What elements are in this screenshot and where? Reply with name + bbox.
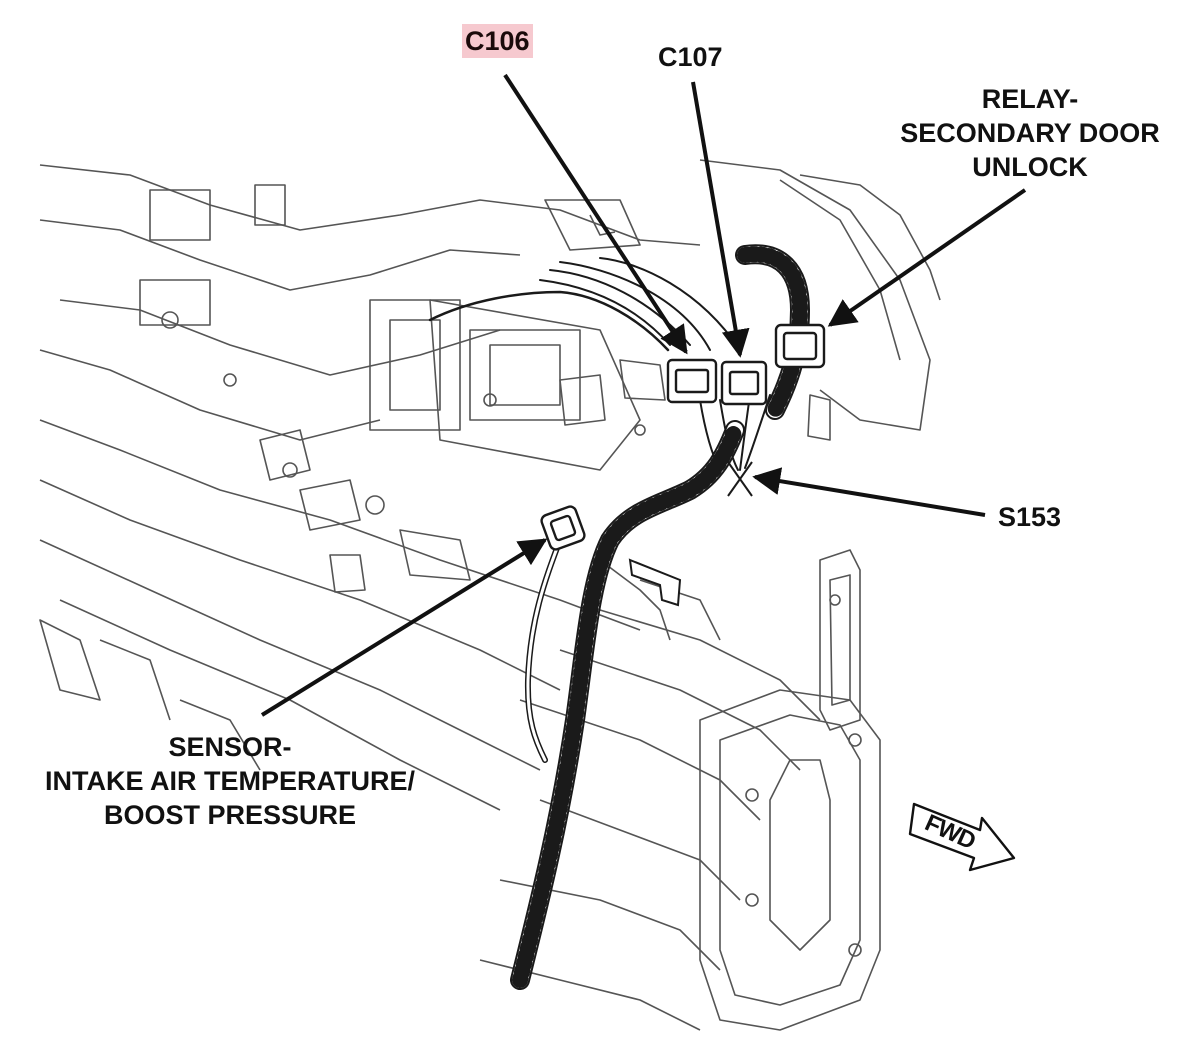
label-sensor-line-2: INTAKE AIR TEMPERATURE/ (45, 766, 415, 796)
splice-s153-mark (727, 461, 753, 497)
vehicle-structure-line-art (39, 159, 941, 1031)
leader-line-c106 (503, 73, 688, 355)
sensor-body (540, 505, 586, 551)
label-relay-secondary-door-unlock: RELAY- SECONDARY DOOR UNLOCK (880, 82, 1180, 184)
connector-c106-body (666, 358, 718, 404)
label-relay-line-2: SECONDARY DOOR (900, 118, 1160, 148)
leader-line-c107 (691, 81, 750, 358)
connector-c107-body (720, 360, 768, 406)
label-s153: S153 (998, 500, 1061, 534)
label-s153-text: S153 (998, 502, 1062, 532)
label-sensor-line-1: SENSOR- (168, 732, 292, 762)
label-c106: C106 (462, 24, 533, 58)
harness-clip (628, 558, 682, 607)
leader-line-relay (827, 188, 1027, 327)
label-c107: C107 (658, 40, 723, 74)
relay-body (774, 323, 826, 369)
label-c107-text: C107 (658, 42, 723, 72)
label-sensor-line-3: BOOST PRESSURE (103, 800, 357, 830)
label-c106-text: C106 (462, 24, 533, 58)
label-sensor-intake-air-temp: SENSOR- INTAKE AIR TEMPERATURE/ BOOST PR… (20, 730, 440, 832)
leader-line-s153 (752, 467, 986, 517)
fwd-arrow-icon (908, 802, 1016, 872)
label-relay-line-3: UNLOCK (972, 152, 1088, 182)
leader-lines (260, 73, 1027, 717)
label-relay-line-1: RELAY- (981, 84, 1079, 114)
leader-line-sensor (260, 538, 548, 717)
wiring-harness (428, 244, 811, 990)
